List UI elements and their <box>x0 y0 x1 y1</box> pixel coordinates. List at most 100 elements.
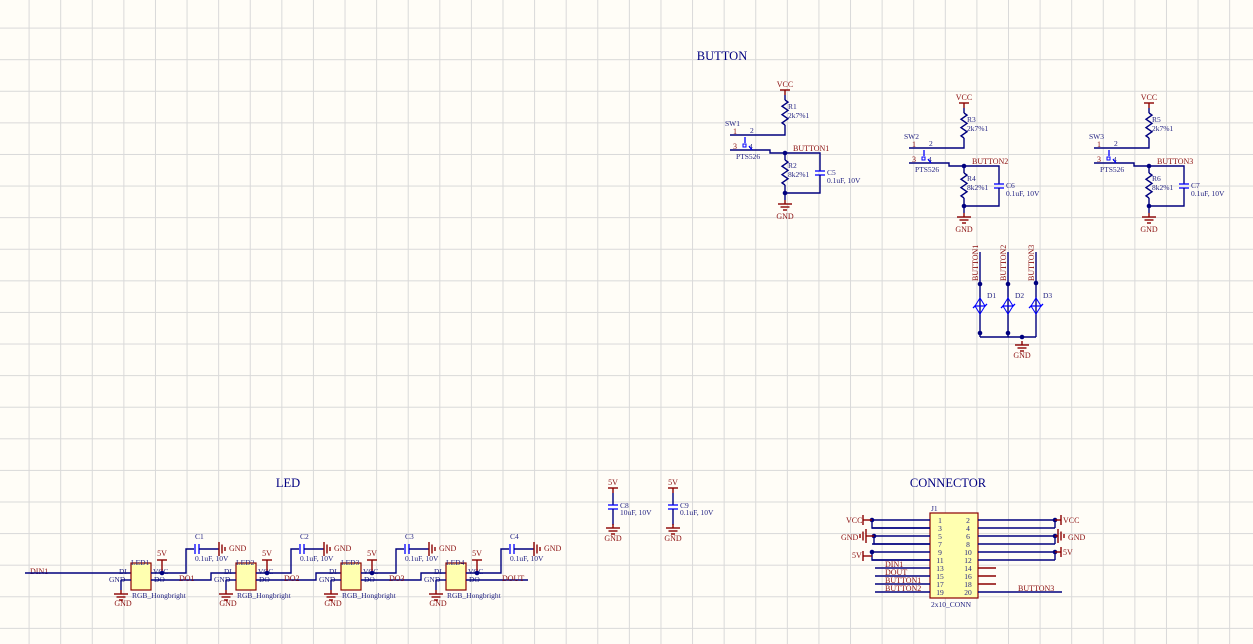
tvs-diode-icon <box>1028 303 1044 309</box>
switch-part: PTS526 <box>736 152 760 161</box>
junction-dot <box>1146 203 1152 209</box>
capacitor-ref: C2 <box>300 532 309 541</box>
wire <box>873 536 930 545</box>
section-title-button: BUTTON <box>697 49 747 63</box>
pin-di: DI <box>224 567 232 576</box>
led-2: LED2RGB_HongbrightDIGNDVCCDOGND5VC20.1uF… <box>214 532 352 608</box>
resistor-value: 2k7%1 <box>1152 124 1173 133</box>
wire <box>964 188 1000 207</box>
diode-ref: D1 <box>987 291 996 300</box>
vcc-port-label: VCC <box>956 93 972 102</box>
switch-part: PTS526 <box>1100 165 1124 174</box>
resistor-icon <box>1144 112 1154 139</box>
resistor-value: 8k2%1 <box>1152 183 1173 192</box>
wire <box>466 548 509 574</box>
vcc-port-label: VCC <box>1063 516 1079 525</box>
switch-pin-4: 4 <box>749 142 753 151</box>
supply-port-label: 5V <box>262 549 272 558</box>
led-chain: DIN1 <box>25 567 131 576</box>
switch-part: PTS526 <box>915 165 939 174</box>
do-net-label: DO3 <box>389 574 405 583</box>
resistor-icon <box>959 172 969 199</box>
switch-pin-2: 2 <box>750 126 754 135</box>
led-body <box>445 562 467 591</box>
led-part: RGB_Hongbright <box>342 591 397 600</box>
wire <box>361 572 446 581</box>
wire <box>151 548 194 574</box>
led-ref: LED4 <box>446 558 465 567</box>
switch-pin-3: 3 <box>912 155 916 164</box>
capacitor-value: 0.1uF, 10V <box>680 508 714 517</box>
led-body <box>130 562 152 591</box>
junction-dot <box>869 549 875 555</box>
resistor-ref: R4 <box>967 174 976 183</box>
junction-dot <box>1005 330 1011 336</box>
junction-dot <box>782 190 788 196</box>
section-title-led: LED <box>276 476 300 490</box>
junction-dot <box>1019 334 1025 340</box>
capacitor-ref: C4 <box>510 532 519 541</box>
connector-net-label: BUTTON1 <box>885 576 921 585</box>
pin-number: 10 <box>964 548 972 557</box>
capacitor-value: 0.1uF, 10V <box>1191 189 1225 198</box>
pin-number: 13 <box>936 564 944 573</box>
capacitor-value: 0.1uF, 10V <box>300 554 334 563</box>
gnd-port-label: GND <box>544 544 562 553</box>
pin-gnd: GND <box>319 575 336 584</box>
wire <box>151 572 236 581</box>
switch-pin-3: 3 <box>733 142 737 151</box>
switch-pin-1: 1 <box>912 140 916 149</box>
pin-number: 4 <box>966 524 970 533</box>
pin-number: 17 <box>936 580 944 589</box>
pin-number: 3 <box>938 524 942 533</box>
din-net-label: DIN1 <box>30 567 48 576</box>
switch-icon <box>921 156 926 161</box>
pin-number: 11 <box>936 556 943 565</box>
led-1: LED1RGB_HongbrightDIGNDVCCDOGND5VC10.1uF… <box>109 532 247 608</box>
wire <box>256 572 341 581</box>
tvs-diode-icon <box>972 303 988 309</box>
resistor-value: 8k2%1 <box>967 183 988 192</box>
pin-number: 5 <box>938 532 942 541</box>
wire <box>1116 162 1185 184</box>
connector-net-label: DOUT <box>885 568 907 577</box>
pin-number: 12 <box>964 556 972 565</box>
capacitor-ref: C1 <box>195 532 204 541</box>
gnd-port-label: GND <box>114 599 132 608</box>
resistor-ref: R5 <box>1152 115 1161 124</box>
resistor-value: 2k7%1 <box>788 111 809 120</box>
gnd-port-label: GND <box>439 544 457 553</box>
gnd-port-label: GND <box>955 225 973 234</box>
capacitor-value: 0.1uF, 10V <box>405 554 439 563</box>
dout-net-label: DOUT <box>502 574 524 583</box>
switch-pin-3: 3 <box>1097 155 1101 164</box>
switch-pin-4: 4 <box>928 155 932 164</box>
switch-ref: SW1 <box>725 119 740 128</box>
junction-dot <box>977 330 983 336</box>
supply-port-label: 5V <box>472 549 482 558</box>
connector-body <box>929 512 979 599</box>
5v-port-label: 5V <box>852 551 862 560</box>
switch-pin-4: 4 <box>1113 155 1117 164</box>
pin-number: 20 <box>964 588 972 597</box>
resistor-ref: R3 <box>967 115 976 124</box>
led-ref: LED1 <box>131 558 150 567</box>
tvs-diode-icon <box>1000 303 1016 309</box>
button-net-label: BUTTON1 <box>793 144 829 153</box>
supply-port-label: 5V <box>367 549 377 558</box>
pin-di: DI <box>119 567 127 576</box>
capacitor-value: 0.1uF, 10V <box>195 554 229 563</box>
capacitor-value: 0.1uF, 10V <box>510 554 544 563</box>
section-title-connector: CONNECTOR <box>910 476 987 490</box>
switch-icon <box>1106 156 1111 161</box>
led-part: RGB_Hongbright <box>132 591 187 600</box>
pin-number: 9 <box>938 548 942 557</box>
junction-dot <box>977 281 983 287</box>
wire <box>1149 188 1185 207</box>
